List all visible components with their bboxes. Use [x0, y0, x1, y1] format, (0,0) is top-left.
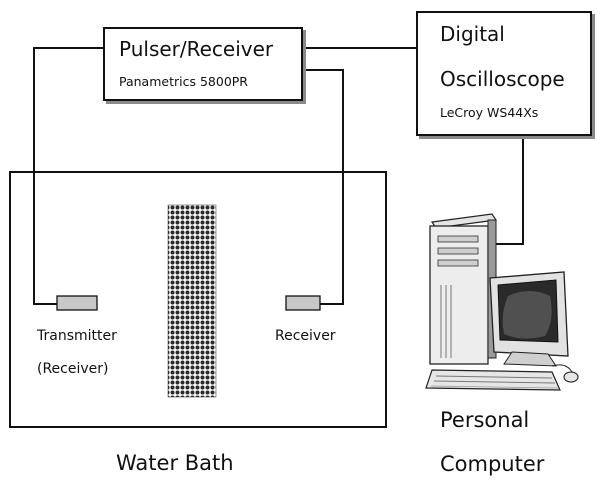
- wire-pulser-to-receiver: [303, 69, 344, 305]
- transmitter-label: Transmitter: [37, 328, 117, 344]
- computer-label-line1: Personal: [440, 408, 530, 432]
- wire-pulser-to-transmitter: [33, 47, 103, 305]
- water-bath-label: Water Bath: [116, 451, 234, 475]
- computer-label-line2: Computer: [440, 452, 545, 476]
- transmitter-sub-label: (Receiver): [37, 361, 109, 377]
- oscilloscope-title-line1: Digital: [440, 22, 505, 46]
- personal-computer-icon: [425, 213, 579, 391]
- oscilloscope-title-line2: Oscilloscope: [440, 67, 565, 91]
- receiver-label: Receiver: [275, 328, 336, 344]
- oscilloscope-box: Digital Oscilloscope LeCroy WS44Xs: [416, 11, 592, 136]
- wire-oscilloscope-to-computer: [494, 136, 524, 245]
- pulser-receiver-model: Panametrics 5800PR: [119, 74, 248, 89]
- sample-icon: [167, 204, 217, 398]
- water-bath-tank: [9, 171, 387, 428]
- receiver-transducer-icon: [285, 295, 321, 311]
- oscilloscope-model: LeCroy WS44Xs: [440, 105, 539, 120]
- pulser-receiver-title: Pulser/Receiver: [119, 37, 274, 61]
- pulser-receiver-box: Pulser/Receiver Panametrics 5800PR: [103, 27, 303, 101]
- transmitter-transducer-icon: [56, 295, 98, 311]
